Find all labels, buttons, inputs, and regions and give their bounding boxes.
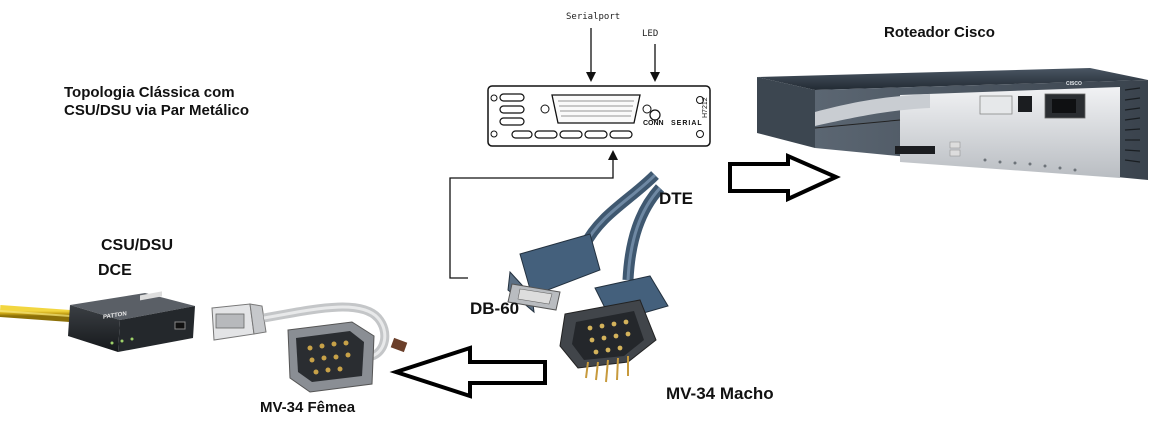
conn-label: CONN	[643, 120, 664, 127]
arrow-to-mv34-female	[389, 345, 547, 399]
serial-wic-card	[487, 85, 711, 147]
router-label: Roteador Cisco	[884, 24, 995, 41]
led-label: LED	[642, 29, 659, 39]
csu-dsu-label: CSU/DSU	[101, 237, 174, 254]
dte-cable	[507, 171, 669, 383]
csu-dsu-device	[68, 291, 195, 352]
mv34-female-label: MV-34 Fêmea	[260, 399, 356, 416]
title-line-2: CSU/DSU via Par Metálico	[64, 102, 250, 119]
cisco-router	[757, 68, 1148, 180]
mv34-female-cable	[211, 302, 408, 393]
dte-label: DTE	[659, 189, 693, 208]
metallic-pair-cable	[0, 305, 71, 322]
router-brand-logo: CISCO	[1066, 81, 1082, 87]
arrow-to-router	[728, 152, 841, 203]
dce-label: DCE	[98, 262, 132, 279]
diagram-title: Topologia Clássica com CSU/DSU via Par M…	[64, 84, 249, 120]
mv34-male-label: MV-34 Macho	[666, 384, 774, 403]
callout-arrows	[449, 28, 660, 279]
card-model-label: H7212	[702, 97, 709, 118]
title-line-1: Topologia Clássica com	[64, 84, 235, 101]
serial-label: SERIAL	[671, 120, 703, 127]
db60-label: DB-60	[470, 299, 520, 318]
serialport-label: Serialport	[566, 12, 621, 22]
